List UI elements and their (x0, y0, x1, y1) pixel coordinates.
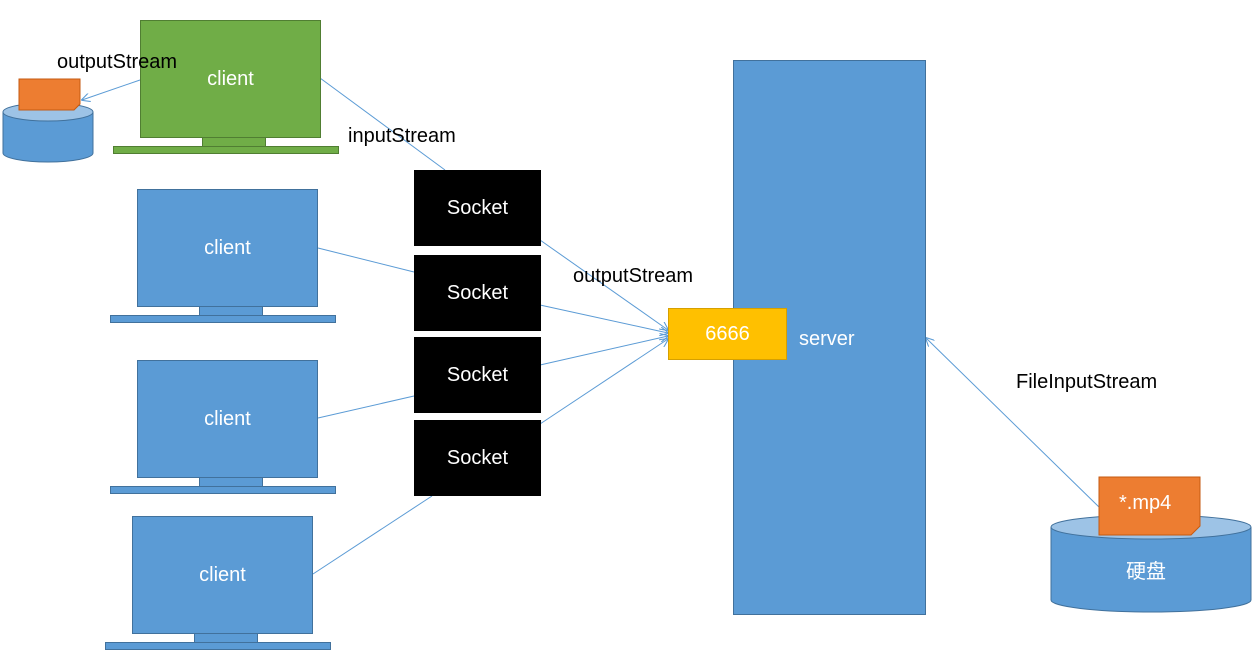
local-file-icon (18, 78, 81, 111)
hard-disk-label: 硬盘 (1126, 561, 1166, 583)
line-client3-to-socket3 (317, 395, 415, 419)
arrow-client-to-local-disk (82, 79, 141, 100)
server-label: server (799, 328, 855, 350)
client-3-screen[interactable]: client (137, 360, 318, 478)
client-4-screen[interactable]: client (132, 516, 313, 634)
client-2-base (110, 315, 336, 323)
client-1-base (113, 146, 339, 154)
socket-3[interactable]: Socket (414, 337, 541, 413)
client-1-screen[interactable]: client (140, 20, 321, 138)
input-stream-label: inputStream (348, 125, 456, 147)
output-stream-label: outputStream (573, 265, 694, 287)
arrow-socket3-to-port (539, 336, 668, 366)
socket-3-label: Socket (446, 363, 509, 386)
socket-1-label: Socket (446, 196, 509, 219)
socket-4-label: Socket (446, 446, 509, 469)
mp4-file-icon (1098, 476, 1201, 536)
socket-4[interactable]: Socket (414, 420, 541, 496)
server-port[interactable]: 6666 (668, 308, 787, 360)
client-2-label: client (204, 236, 251, 259)
line-client4-to-socket4 (312, 495, 433, 575)
arrow-socket2-to-port (539, 304, 668, 333)
client-2-screen[interactable]: client (137, 189, 318, 307)
mp4-file-label: *.mp4 (1119, 492, 1172, 514)
client-3-label: client (204, 407, 251, 430)
client-output-stream-label: outputStream (57, 51, 178, 73)
client-1-label: client (207, 67, 254, 90)
client-3-base (110, 486, 336, 494)
server-port-label: 6666 (705, 322, 750, 345)
local-disk-icon (2, 102, 94, 163)
socket-2-label: Socket (446, 281, 509, 304)
arrow-socket1-to-port (539, 239, 668, 330)
arrow-socket4-to-port (539, 339, 668, 425)
arrow-disk-to-server (926, 338, 1101, 509)
socket-2[interactable]: Socket (414, 255, 541, 331)
line-client1-to-socket1 (319, 77, 446, 171)
line-client2-to-socket2 (317, 247, 415, 273)
client-4-base (105, 642, 331, 650)
socket-1[interactable]: Socket (414, 170, 541, 246)
file-input-stream-label: FileInputStream (1016, 371, 1158, 393)
client-4-label: client (199, 563, 246, 586)
